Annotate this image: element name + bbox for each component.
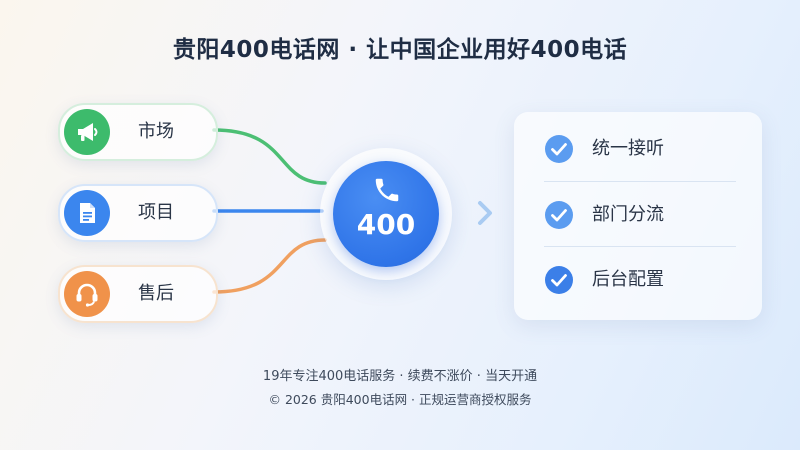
- check-icon: [545, 201, 573, 229]
- feature-label: 后台配置: [592, 269, 664, 290]
- source-pill-project: 项目: [58, 184, 218, 242]
- headset-icon: [64, 271, 110, 317]
- page-title: 贵阳400电话网 · 让中国企业用好400电话: [172, 37, 628, 63]
- source-label: 项目: [138, 202, 174, 223]
- source-label: 市场: [138, 121, 174, 142]
- hub-400: [333, 161, 439, 267]
- source-label: 售后: [138, 283, 174, 304]
- connector-market: [212, 128, 327, 185]
- document-icon: [64, 190, 110, 236]
- divider: [544, 246, 736, 247]
- chevron-right-icon: [478, 201, 492, 225]
- connector-aftersales: [212, 238, 327, 294]
- phone-icon: [375, 178, 399, 202]
- footer-tagline: 19年专注400电话服务 · 续费不涨价 · 当天开通: [262, 369, 538, 384]
- feature-label: 部门分流: [592, 204, 664, 225]
- footer-copyright: © 2026 贵阳400电话网 · 正规运营商授权服务: [268, 392, 532, 407]
- hub-number: 400: [356, 208, 416, 241]
- source-pill-market: 市场: [58, 103, 218, 161]
- check-icon: [545, 266, 573, 294]
- divider: [544, 181, 736, 182]
- check-icon: [545, 135, 573, 163]
- source-pill-aftersales: 售后: [58, 265, 218, 323]
- megaphone-icon: [64, 109, 110, 155]
- feature-label: 统一接听: [592, 138, 664, 159]
